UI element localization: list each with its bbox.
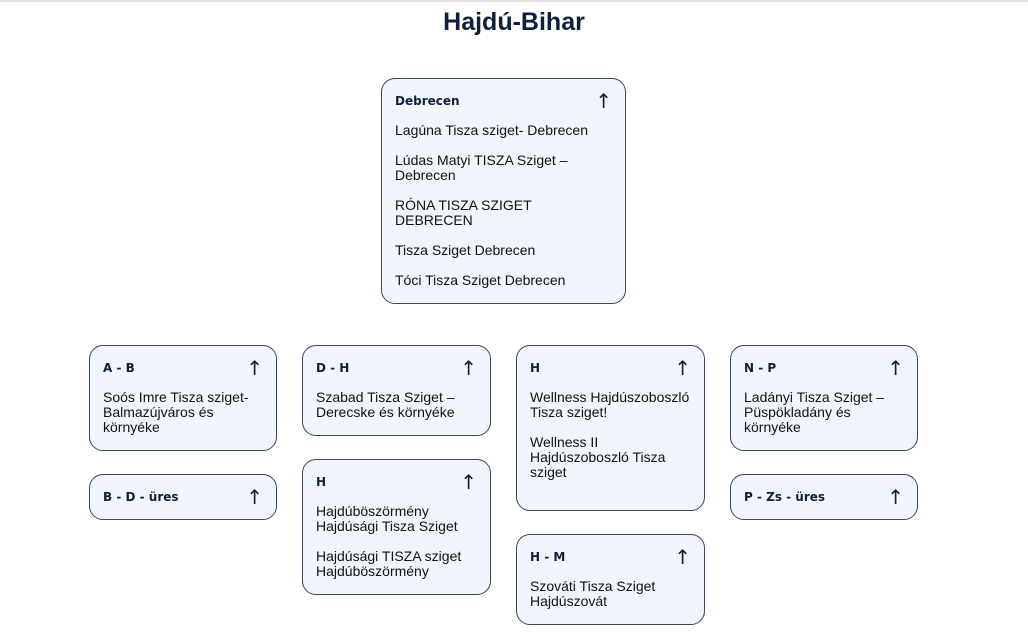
card-link[interactable]: Szabad Tisza Sziget – Derecske és környé…: [316, 389, 455, 420]
arrow-up-icon[interactable]: ↑: [674, 356, 691, 380]
card-link[interactable]: Lúdas Matyi TISZA Sziget – Debrecen: [395, 152, 568, 183]
card-header: P - Zs - üres ↑: [744, 485, 904, 509]
page-title: Hajdú-Bihar: [443, 8, 585, 36]
card-link[interactable]: Tisza Sziget Debrecen: [395, 242, 536, 258]
card-title: N - P: [744, 361, 777, 375]
card-link[interactable]: Ladányi Tisza Sziget – Püspökladány és k…: [744, 389, 885, 435]
arrow-up-icon[interactable]: ↑: [595, 89, 612, 113]
card-header: H↑: [316, 470, 477, 494]
card-header: A - B ↑: [103, 356, 263, 380]
card-link[interactable]: Wellness Hajdúszoboszló Tisza sziget!: [530, 389, 690, 420]
card-link[interactable]: Tóci Tisza Sziget Debrecen: [395, 272, 566, 288]
card-link[interactable]: Soós Imre Tisza sziget- Balmazújváros és…: [103, 389, 249, 435]
card-title: A - B: [103, 361, 135, 375]
card-header: Debrecen ↑: [395, 89, 612, 113]
arrow-up-icon[interactable]: ↑: [887, 356, 904, 380]
card-title: B - D - üres: [103, 490, 179, 504]
card-link[interactable]: Lagúna Tisza sziget- Debrecen: [395, 122, 588, 138]
group-card: H - M ↑ Szováti Tisza Sziget Hajdúszovát: [516, 534, 705, 625]
card-header: N - P ↑: [744, 356, 904, 380]
arrow-up-icon[interactable]: ↑: [460, 470, 477, 494]
card-title: H: [316, 475, 327, 489]
group-card: A - B ↑ Soós Imre Tisza sziget- Balmazújvá…: [89, 345, 277, 451]
arrow-up-icon[interactable]: ↑: [246, 485, 263, 509]
card-title: P - Zs - üres: [744, 490, 826, 504]
top-divider: [0, 0, 1028, 2]
card-header: B - D - üres ↑: [103, 485, 263, 509]
arrow-up-icon[interactable]: ↑: [460, 356, 477, 380]
card-link[interactable]: Szováti Tisza Sziget Hajdúszovát: [530, 578, 656, 609]
group-card: H↑Wellness Hajdúszoboszló Tisza sziget!W…: [516, 345, 705, 511]
card-header: H↑: [530, 356, 691, 380]
group-card: N - P ↑Ladányi Tisza Sziget – Püspökladán…: [730, 345, 918, 451]
card-title: D - H: [316, 361, 350, 375]
card-title: H: [530, 361, 541, 375]
group-card: P - Zs - üres ↑: [730, 474, 918, 520]
group-card: H↑Hajdúböszörmény Hajdúsági Tisza Sziget…: [302, 459, 491, 595]
arrow-up-icon[interactable]: ↑: [246, 356, 263, 380]
card-title: Debrecen: [395, 94, 460, 108]
card-link[interactable]: Wellness II Hajdúszoboszló Tisza sziget: [530, 434, 666, 480]
card-link[interactable]: RÓNA TISZA SZIGET DEBRECEN: [395, 197, 532, 228]
arrow-up-icon[interactable]: ↑: [887, 485, 904, 509]
card-header: H - M ↑: [530, 545, 691, 569]
group-card: B - D - üres ↑: [89, 474, 277, 520]
card-title: H - M: [530, 550, 566, 564]
card-link[interactable]: Hajdúsági TISZA sziget Hajdúböszörmény: [316, 548, 462, 579]
card-header: D - H ↑: [316, 356, 477, 380]
group-card: D - H ↑Szabad Tisza Sziget – Derecske és …: [302, 345, 491, 436]
card-link[interactable]: Hajdúböszörmény Hajdúsági Tisza Sziget: [316, 503, 458, 534]
arrow-up-icon[interactable]: ↑: [674, 545, 691, 569]
